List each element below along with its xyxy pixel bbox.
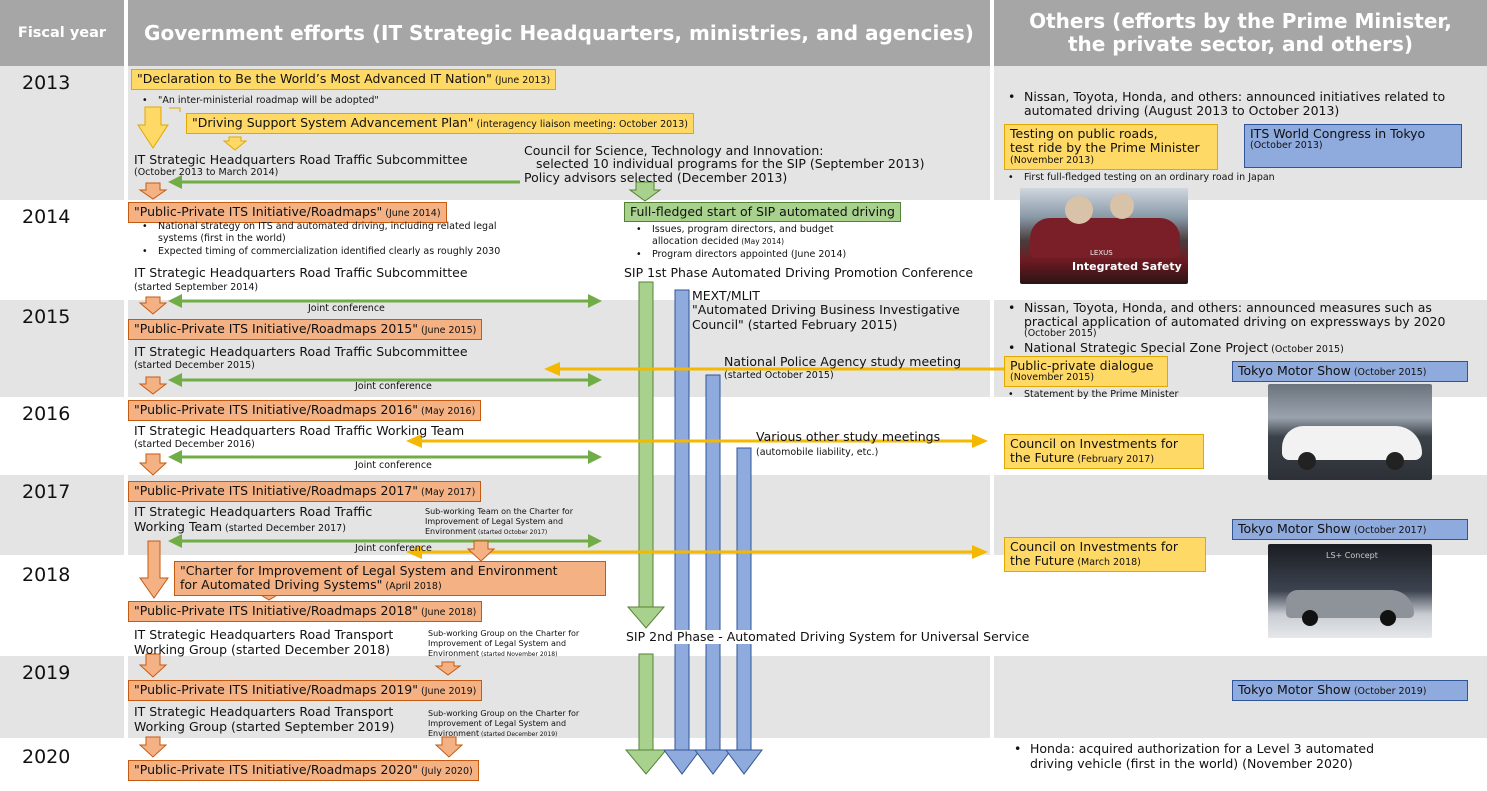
group-2019-line1: IT Strategic Headquarters Road Transport — [134, 704, 394, 719]
ppits-2015-box: "Public-Private ITS Initiative/Roadmaps … — [128, 319, 483, 340]
nsszp: National Strategic Special Zone Project … — [1008, 341, 1344, 356]
motor-show-2015-photo — [1268, 384, 1432, 480]
year-label: 2017 — [22, 481, 71, 503]
charter-box: "Charter for Improvement of Legal System… — [174, 561, 606, 597]
honda-line1: Honda: acquired authorization for a Leve… — [1014, 742, 1374, 756]
subcommittee-2015-start: (started December 2015) — [134, 360, 255, 371]
npa-arrow — [694, 374, 732, 775]
council-line2: selected 10 individual programs for the … — [536, 156, 925, 171]
declaration-box: "Declaration to Be the World’s Most Adva… — [131, 69, 557, 90]
tms-2019-box: Tokyo Motor Show (October 2019) — [1232, 680, 1468, 701]
sip-conference: SIP 1st Phase Automated Driving Promotio… — [624, 265, 974, 280]
adbic-line1: "Automated Driving Business Investigativ… — [692, 302, 960, 317]
subgroup-2019-line1: Sub-working Group on the Charter for — [428, 709, 580, 718]
tms-2017-box: Tokyo Motor Show (October 2017) — [1232, 519, 1468, 540]
sip-phase2-arrow — [624, 653, 668, 775]
team-2016-start: (started December 2016) — [134, 439, 255, 450]
sip-bullet2: Program directors appointed (June 2014) — [636, 249, 846, 261]
roadmap-note: "An inter-ministerial roadmap will be ad… — [142, 95, 379, 107]
sip-phase1-arrow — [626, 281, 666, 629]
ppits-2018-box: "Public-Private ITS Initiative/Roadmaps … — [128, 601, 483, 622]
sip-start-box: Full-fledged start of SIP automated driv… — [624, 202, 901, 223]
group-2018-line1: IT Strategic Headquarters Road Transport — [134, 627, 394, 642]
various-meetings-arrow — [725, 447, 763, 775]
npa-start: (started October 2015) — [724, 370, 834, 381]
subgroup-2019-line2: Improvement of Legal System and — [428, 719, 567, 728]
dssap-box: "Driving Support System Advancement Plan… — [186, 113, 694, 134]
subteam-2017-line2: Improvement of Legal System and — [425, 517, 564, 526]
dialogue-box: Public-private dialogue(November 2015) — [1004, 356, 1168, 388]
subgroup-2018-line3: Environment (started November 2018) — [428, 649, 558, 658]
adbic-line2: Council" (started February 2015) — [692, 317, 898, 332]
joint-conference-2015b: Joint conference — [355, 381, 432, 392]
policy-advisors: Policy advisors selected (December 2013) — [524, 170, 788, 185]
ppits-2016-box: "Public-Private ITS Initiative/Roadmaps … — [128, 400, 482, 421]
testing-box: Testing on public roads,test ride by the… — [1004, 124, 1218, 170]
subcommittee-2014: IT Strategic Headquarters Road Traffic S… — [134, 265, 468, 280]
subcommittee-2013-period: (October 2013 to March 2014) — [134, 167, 279, 178]
header-others: Others (efforts by the Prime Minister, t… — [994, 0, 1487, 66]
joint-conference-2017: Joint conference — [355, 543, 432, 554]
others-nissan-2013: Nissan, Toyota, Honda, and others: annou… — [1008, 90, 1454, 118]
sip-bullet1: Issues, program directors, and budget — [636, 224, 834, 236]
honda-line2: driving vehicle (first in the world) (No… — [1030, 756, 1353, 771]
tms-2015-box: Tokyo Motor Show (October 2015) — [1232, 361, 1468, 382]
year-label: 2013 — [22, 72, 71, 94]
ppits-2019-box: "Public-Private ITS Initiative/Roadmaps … — [128, 680, 483, 701]
sip-phase2: SIP 2nd Phase - Automated Driving System… — [626, 629, 1030, 644]
various-meetings-note: (automobile liability, etc.) — [756, 447, 879, 458]
header-government-efforts: Government efforts (IT Strategic Headqua… — [128, 0, 990, 66]
subgroup-2019-line3: Environment (started December 2019) — [428, 729, 558, 738]
year-label: 2020 — [22, 746, 71, 768]
ppits-2014-bullet1: National strategy on ITS and automated d… — [142, 221, 497, 233]
subteam-2017-line1: Sub-working Team on the Charter for — [425, 507, 573, 516]
subteam-2017-line3: Environment (started October 2017) — [425, 527, 548, 536]
subcommittee-2013: IT Strategic Headquarters Road Traffic S… — [134, 152, 468, 167]
group-2018-line2: Working Group (started December 2018) — [134, 642, 391, 657]
various-meetings: Various other study meetings — [756, 429, 941, 444]
others-nissan-2015-line1: Nissan, Toyota, Honda, and others: annou… — [1008, 301, 1432, 315]
column-divider — [124, 66, 128, 791]
npa-meeting: National Police Agency study meeting — [724, 354, 962, 369]
others-nissan-2015-date: (October 2015) — [1024, 328, 1097, 339]
lexus-photo: LEXUS Integrated Safety — [1020, 188, 1188, 284]
year-label: 2016 — [22, 403, 71, 425]
ppits-2014-box: "Public-Private ITS Initiative/Roadmaps"… — [128, 202, 447, 223]
ppits-2017-box: "Public-Private ITS Initiative/Roadmaps … — [128, 481, 482, 502]
pm-statement: Statement by the Prime Minister — [1008, 389, 1179, 401]
subgroup-2018-line2: Improvement of Legal System and — [428, 639, 567, 648]
council-line1: Council for Science, Technology and Inno… — [524, 143, 824, 158]
ls-concept-photo: LS+ Concept — [1268, 544, 1432, 638]
ppits-2014-bullet2: Expected timing of commercialization ide… — [142, 246, 500, 258]
column-divider — [990, 66, 994, 791]
team-2017-line1: IT Strategic Headquarters Road Traffic — [134, 504, 373, 519]
first-test: First full-fledged testing on an ordinar… — [1008, 172, 1275, 184]
subcommittee-2015: IT Strategic Headquarters Road Traffic S… — [134, 344, 468, 359]
subgroup-2018-line1: Sub-working Group on the Charter for — [428, 629, 580, 638]
others-nissan-2015-line2: practical application of automated drivi… — [1024, 314, 1446, 329]
joint-conference-2015: Joint conference — [308, 303, 385, 314]
team-2017-line2: Working Team (started December 2017) — [134, 519, 346, 534]
year-label: 2015 — [22, 306, 71, 328]
group-2019-line2: Working Group (started September 2019) — [134, 719, 395, 734]
ppits-2020-box: "Public-Private ITS Initiative/Roadmaps … — [128, 760, 479, 781]
ppits-2014-bullet1b: systems (first in the world) — [158, 233, 286, 244]
mext-mlit-arrow — [663, 289, 701, 775]
sip-bullet1b: allocation decided (May 2014) — [652, 236, 785, 247]
joint-conference-2016: Joint conference — [355, 460, 432, 471]
subcommittee-2014-start: (started September 2014) — [134, 282, 259, 293]
its-congress-box: ITS World Congress in Tokyo(October 2013… — [1244, 124, 1462, 168]
year-label: 2014 — [22, 206, 71, 228]
year-label: 2018 — [22, 564, 71, 586]
mext-mlit: MEXT/MLIT — [692, 288, 760, 303]
year-label: 2019 — [22, 662, 71, 684]
header-fiscal-year: Fiscal year — [0, 0, 124, 66]
team-2016: IT Strategic Headquarters Road Traffic W… — [134, 423, 465, 438]
